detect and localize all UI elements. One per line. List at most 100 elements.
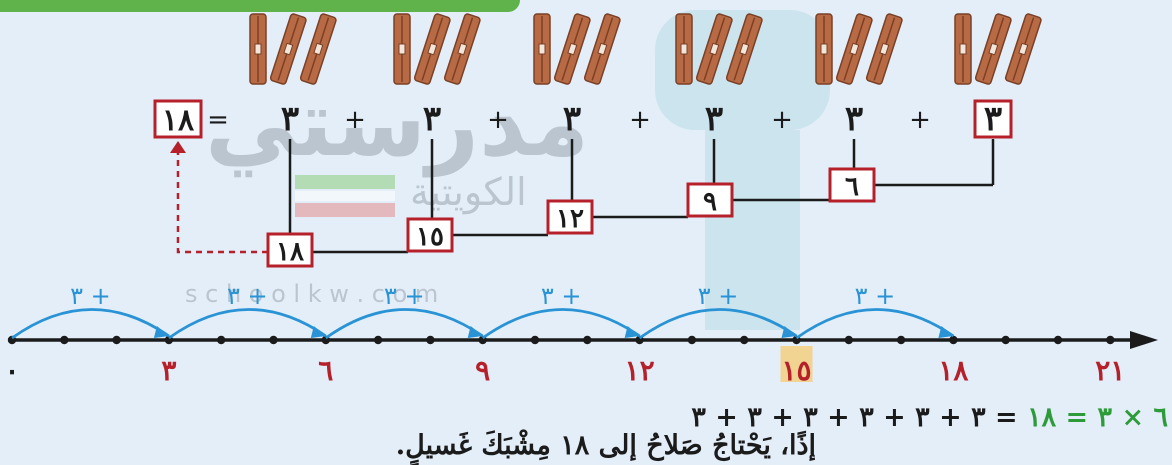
tick-label: ٣ [161,354,176,387]
clothespin-spring [849,42,860,56]
tick-label: ١٢ [625,354,655,387]
number-line-dot [112,335,121,345]
clothespin [835,13,873,85]
number-line-dot [740,335,749,345]
number-line-dot [896,335,906,345]
number-line-dot [1001,335,1010,345]
number-line-dot [1106,335,1115,345]
multiplication-fact: ٦ × ٣ = ١٨ [1027,402,1168,433]
number-line-dot [426,335,435,345]
clothespin-spring [567,42,578,56]
number-line-dot [844,335,853,345]
partial-sum-box [266,232,314,268]
first-term-box [973,99,1013,139]
jump-label: ٣ + [384,282,425,310]
clothespin-spring [313,42,324,56]
plus-sign: + [344,105,366,135]
equals-sign: = [207,105,229,135]
clothespin-group [954,13,1042,85]
jump-arrowhead [310,326,326,338]
total-box [153,99,203,139]
number-line-dot [1053,335,1063,345]
equation-term: ٣ [563,99,581,139]
clothespin [583,13,621,85]
clothespin [725,13,763,85]
highlight-marker [780,346,813,382]
partial-sum-value: ٦ [845,172,859,202]
clothespin [553,13,591,85]
partial-sum-box [686,182,734,218]
number-line-dot [60,335,69,345]
watermark-url: s c h o o l k w . c o m [185,280,438,308]
number-line-dot [373,335,383,345]
number-line-dot [269,335,278,345]
jump-label: ٣ + [698,282,739,310]
clothespin-group [815,13,903,85]
jump-arc [324,308,484,340]
equation-term: ٣ [705,99,723,139]
clothespin-spring [538,43,546,55]
clothespin [413,13,451,85]
clothespin-spring [398,43,406,55]
clothespin-spring [879,42,890,56]
clothespin [393,13,411,85]
clothespin-spring [254,43,262,55]
number-line-dot [687,335,697,345]
plus-sign: + [771,105,793,135]
clothespin [675,13,693,85]
jump-arrowhead [467,326,483,338]
flag-stripe-red [295,203,395,217]
clothespin-spring [283,42,294,56]
clothespin [533,13,551,85]
jump-arc [481,308,641,340]
statement-line-2: إذًا، يَحْتاجُ صَلاحُ إلى ١٨ مِشْبَكَ غَ… [395,430,816,461]
clothespin-spring [739,42,750,56]
plus-sign: + [909,105,931,135]
partial-sum-value: ١٢ [556,204,584,234]
clothespin-spring [959,43,967,55]
jump-label: ٣ + [855,282,896,310]
header-tab-strip [0,0,520,12]
jump-arrowhead [938,326,954,338]
clothespin-spring [427,42,438,56]
clothespin [865,13,903,85]
jump-arrowhead [153,326,169,338]
clothespin [249,13,267,85]
number-line-dot [217,335,226,345]
tick-label: ٢١ [1095,354,1125,387]
clothespin [954,13,972,85]
clothespin [695,13,733,85]
jump-label: ٣ + [70,282,111,310]
watermark: مدرستي الكويتية s c h o o l k w . c o m [185,10,830,330]
equation-term: ٣ [984,99,1002,139]
clothespin-group [393,13,481,85]
clothespin [1004,13,1042,85]
plus-sign: + [487,105,509,135]
total-value: ١٨ [162,103,195,138]
flag-stripe-white [295,191,395,201]
tick-label: ١٥ [781,354,811,387]
clothespin-spring [457,42,468,56]
repeated-addition: ٣ + ٣ + ٣ + ٣ + ٣ + ٣ = [691,402,1018,433]
jump-arc [168,308,327,340]
dashed-arrow [176,151,268,254]
dashed-arrowhead [170,141,186,153]
clothespin-group [249,13,337,85]
clothespin-spring [709,42,720,56]
jump-label: ٣ + [541,282,582,310]
partial-sum-value: ١٨ [276,237,304,267]
flag-stripe-green [295,175,395,189]
tick-label: ٠ [4,354,19,387]
clothespin [269,13,307,85]
conclusion-statement: ٣ + ٣ + ٣ + ٣ + ٣ + ٣ = ٦ × ٣ = ١٨ إذًا،… [0,404,1172,460]
clothespin-spring [820,43,828,55]
watermark-subtitle: الكويتية [410,170,527,215]
partial-sum-value: ٩ [703,187,717,217]
clothespin [815,13,833,85]
tick-label: ٦ [318,354,333,387]
clothespin [299,13,337,85]
clothespin [443,13,481,85]
equation-term: ٣ [423,99,441,139]
